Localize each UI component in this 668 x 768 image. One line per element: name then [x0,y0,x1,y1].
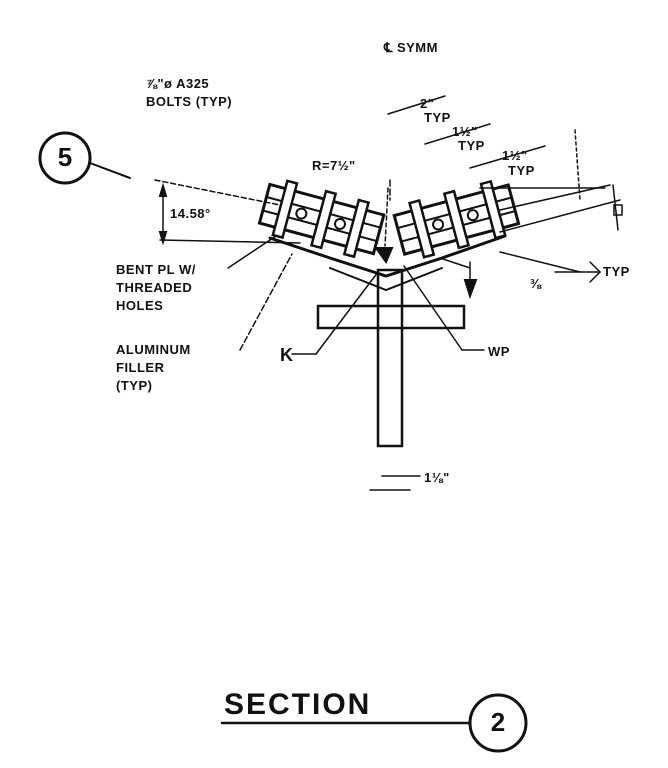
left-plate-assembly [257,179,386,259]
dim-1-5b-line [469,145,546,169]
bolts-label-line1: ⅞"ø A325 [146,76,210,91]
web-stem [376,268,404,448]
wp-label: WP [488,344,510,359]
weld-symbol-leader [499,251,581,273]
dim-2-line [387,95,446,115]
dim-2: 2" [420,96,435,111]
dim-2-typ: TYP [424,110,451,125]
bent-plate [268,234,507,278]
bent-pl-label-line3: HOLES [116,298,164,313]
bent-pl-label-line2: THREADED [116,280,193,295]
dim-tick-box [613,204,623,216]
filler-label-line1: ALUMINUM [116,342,191,357]
weld-size: ⅜ [530,276,542,291]
work-point-mark [374,247,394,265]
weld-symbol-tail-b [589,271,601,283]
filler-label-line2: FILLER [116,360,165,375]
bolts-label-line2: BOLTS (TYP) [146,94,233,109]
weld-flag [463,279,478,300]
dim-1-5: 1½" [452,124,478,139]
dim-1-5-line [424,123,491,145]
bent-pl-leader [227,235,277,269]
section-title: SECTION [224,688,372,721]
dim-vert-right2 [574,129,581,201]
dim-1-5b: 1½" [502,148,528,163]
filler-leader [239,253,293,351]
flange-plate [316,304,466,330]
detail-bubble-circle [38,131,92,185]
wp-leader [403,265,463,351]
stem-dimension: 1⅛" [424,470,450,485]
k-mark-glyph: K [280,345,293,365]
bent-pl-label-line1: BENT PL W/ [116,262,196,277]
weld-typ: TYP [603,264,630,279]
dim-ext-3 [499,184,611,211]
dim-vert-right [612,184,619,231]
radius-label: R=7½" [312,158,356,173]
dim-1-5b-typ: TYP [508,163,535,178]
symmetry-label: ℄ SYMM [384,40,438,55]
k-to-wp [315,271,379,355]
detail-ref-number: 5 [57,142,73,172]
angle-arrow-top [158,182,168,197]
weld-leader-top [384,187,389,247]
detail-bubble-leader [89,162,131,179]
dim-ext-2 [499,199,621,233]
weld-flag-leader [439,257,471,269]
filler-label-line3: (TYP) [116,378,153,393]
right-plate-assembly [392,179,521,259]
weld-symbol-tail-a [589,261,601,273]
angle-slope-line [154,179,281,206]
bent-plate-lower [329,267,443,292]
dim-1-5-typ: TYP [458,138,485,153]
angle-ref-line [159,239,301,244]
angle-arrow-bottom [158,231,168,246]
section-number: 2 [490,707,506,737]
angle-dimension: 14.58° [170,206,211,221]
